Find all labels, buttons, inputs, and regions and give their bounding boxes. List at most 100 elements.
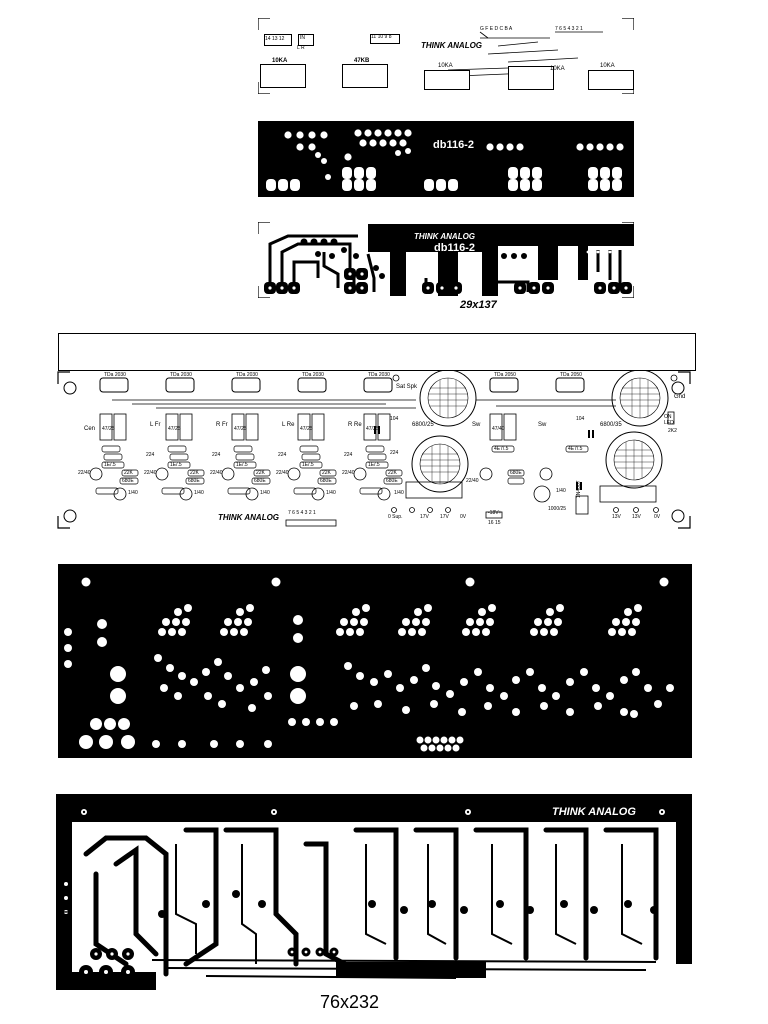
small-board-id-label: db116-2 [433,139,474,151]
chip-label-5: TDa 2030 [368,372,390,378]
cap-pair-5: 47/25 [366,426,379,432]
large-board-copper: THINK ANALOG db116-1 [56,794,692,990]
cap-2240-2: 22/40 [144,470,157,476]
brand-label-top: THINK ANALOG [421,41,483,50]
chip-label-2: TDa 2030 [170,372,192,378]
cap-2240-sw: 22/40 [466,478,479,484]
cap-140-5: 1/40 [394,490,404,496]
large-board-id-copper: db116-1 [58,908,75,962]
cap-224-4: 224 [344,452,353,458]
rail-0sup: 0 Sup. [388,514,403,520]
silkscreen-layout [57,370,691,529]
r-4e7-1: 4E7/.5 [494,446,509,452]
chip-label-1: TDa 2030 [104,372,126,378]
on-led-label: ON LED [664,414,674,426]
cap-140-1: 1/40 [128,490,138,496]
channel-lre: L Re [282,422,295,428]
chip-label-3: TDa 2030 [236,372,258,378]
small-board-id-copper: db116-2 [434,242,475,254]
large-board-silkscreen: TDa 2030 TDa 2030 TDa 2030 TDa 2030 TDa … [56,370,692,530]
rail-0v-a: 0V [460,514,467,520]
input-connector [298,34,314,46]
neg-rail-label: -18V+ [488,510,502,516]
r-1e5-2: 1E/.5 [170,462,182,468]
pins-letters-label: G F E D C B A [480,26,513,32]
input-label: IN [300,35,305,41]
cap-pair-sw: 47/40 [492,426,505,432]
small-board-silkscreen: 14 13 12 IN L R 11 10 9 8 G F E D C B A … [258,18,634,94]
cap-224-1: 224 [146,452,155,458]
cap-140-3: 1/40 [260,490,270,496]
r-1e5-5: 1E/.5 [368,462,380,468]
channel-sw-2: Sw [538,422,547,428]
pot-1 [260,64,306,88]
cap-pair-3: 47/25 [234,426,247,432]
pot-5 [588,70,634,90]
corner-marks [258,18,634,94]
r-680e-sw: 680E [510,470,522,476]
r-22k-1: 22K [124,470,133,476]
r-1e5-4: 1E/.5 [302,462,314,468]
r-22k-3: 22K [256,470,265,476]
gnd-label: Gnd [674,394,686,400]
cap-224-2: 224 [212,452,221,458]
big-cap-label-1: 6800/25 [412,422,434,428]
r-680e-2: 680E [188,478,200,484]
channel-sw-1: Sw [472,422,481,428]
cap-104-1: 104 [390,416,399,422]
r-680e-4: 680E [320,478,332,484]
channel-lfr: L Fr [150,422,161,428]
pot-2 [342,64,388,88]
small-board-copper: THINK ANALOG db116-2 [258,222,634,298]
pins-digits-label: 7 6 5 4 3 2 1 [555,26,583,32]
brand-label-copper: THINK ANALOG [414,232,476,241]
chip-label-7: TDa 2050 [560,372,582,378]
r-1e5-3: 1E/.5 [236,462,248,468]
r-680e-1: 680E [122,478,134,484]
soldermask-pads-large [64,577,674,752]
pins-left-label: 14 13 12 [265,36,285,42]
cap-pair-1: 47/25 [102,426,115,432]
cap-2240-5: 22/40 [342,470,355,476]
cap-2240-4: 22/40 [276,470,289,476]
connector-digits: 7 6 5 4 3 2 1 [288,510,316,516]
pot-5-label: 10KA [600,63,615,69]
channel-cen: Cen [84,426,96,432]
channel-rfr: R Fr [216,422,228,428]
brand-label-copper-large: THINK ANALOG [552,806,636,818]
cap-1000-label: 1000/25 [548,506,567,512]
led-resistor-label: 2K2 [668,428,677,434]
copper-traces [258,222,634,298]
cap-224-5: 224 [390,450,399,456]
r-22k-5: 22K [388,470,397,476]
small-board-soldermask: db116-2 [258,121,634,197]
rail-13v-b: 13V [632,514,641,520]
cap-pair-4: 47/25 [300,426,313,432]
large-board-id-label: db116-1 [36,632,53,688]
cap-224-3: 224 [278,452,287,458]
chip-label-6: TDa 2050 [494,372,516,378]
copper-traces-large [56,794,692,990]
large-board-soldermask: db116-1 [36,564,692,758]
sat-spk-label: Sat Spk [396,384,418,390]
pot-2-label: 47KB [354,58,370,64]
rail-0v-b: 0V [654,514,661,520]
cap-2240-3: 22/40 [210,470,223,476]
pot-3 [424,70,470,90]
big-cap-label-2: 6800/35 [600,422,622,428]
r-22k-4: 22K [322,470,331,476]
cap-140-sw: 1/40 [556,488,566,494]
large-board-size-label: 76x232 [320,992,380,1012]
pins-mid-label: 11 10 9 8 [371,34,392,40]
soldermask-pads [266,129,624,191]
conn-small-label: 16 15 [488,520,501,526]
diode-label: 1N4007 [576,480,582,498]
r-4e7-2: 4E7/.5 [568,446,583,452]
input-sublabel: L R [297,45,305,51]
pin-header-mid [370,34,400,44]
pin-header-left [264,34,292,46]
cap-140-2: 1/40 [194,490,204,496]
cap-104-2: 104 [576,416,585,422]
pot-4 [508,66,554,90]
cap-2240-1: 22/40 [78,470,91,476]
